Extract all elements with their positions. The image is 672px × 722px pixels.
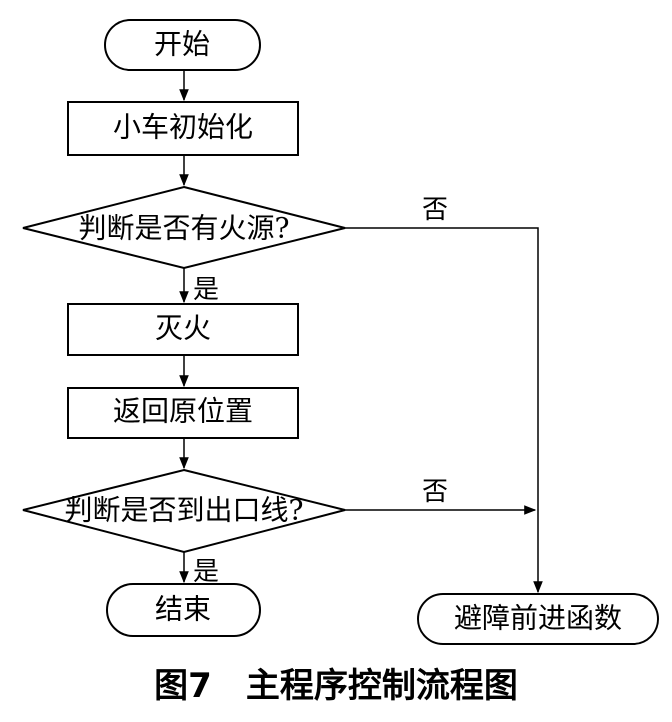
extinguish-process [67, 303, 299, 356]
extinguish-label: 灭火 [155, 312, 211, 345]
fire-check-label: 判断是否有火源? [78, 212, 289, 245]
avoid-terminal [417, 593, 659, 645]
figure-caption: 图7 主程序控制流程图 [154, 666, 518, 706]
init-process [67, 101, 299, 156]
start-label: 开始 [154, 28, 210, 61]
end-label: 结束 [155, 593, 211, 626]
avoid-label: 避障前进函数 [454, 602, 622, 635]
return-label: 返回原位置 [113, 395, 253, 428]
end-terminal [106, 583, 261, 637]
return-process [67, 387, 299, 439]
start-terminal [104, 19, 261, 71]
init-label: 小车初始化 [113, 111, 253, 144]
exit-check-decision [22, 468, 346, 554]
exit-yes-label: 是 [193, 557, 219, 587]
exit-check-label: 判断是否到出口线? [64, 494, 303, 527]
fire-check-decision [22, 185, 346, 270]
fire-no-label: 否 [422, 195, 448, 225]
edge-fire-check-no [345, 227, 543, 594]
exit-no-label: 否 [422, 477, 448, 507]
fire-yes-label: 是 [193, 275, 219, 305]
